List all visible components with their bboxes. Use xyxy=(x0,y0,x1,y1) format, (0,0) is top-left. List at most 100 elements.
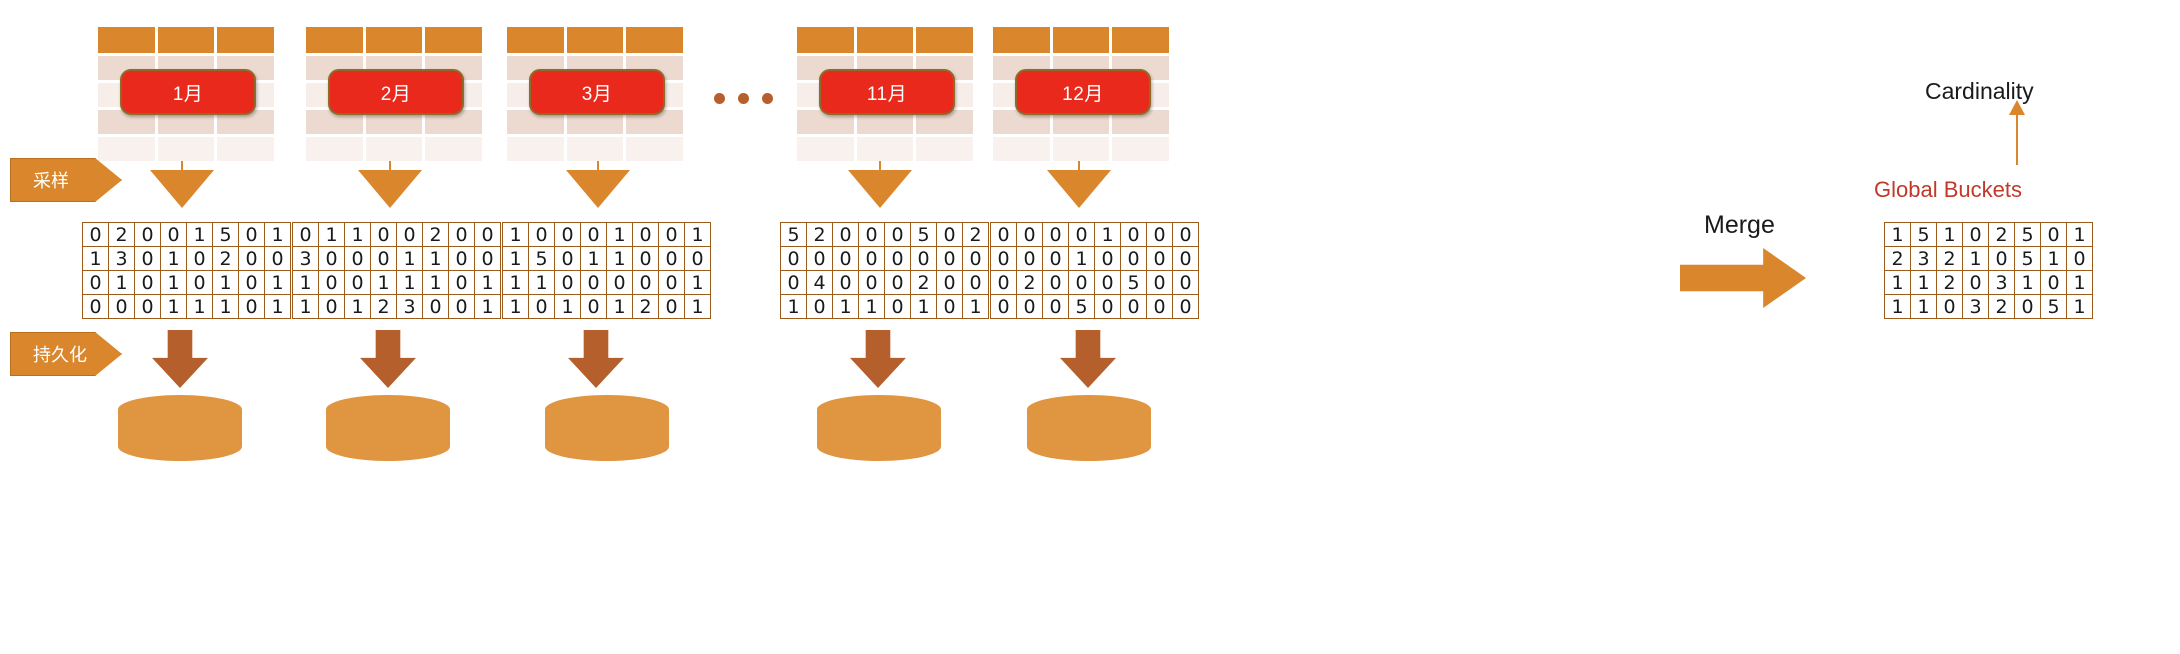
bucket-cell: 0 xyxy=(186,246,213,271)
sampling-arrow-2 xyxy=(358,170,422,208)
bucket-cell: 0 xyxy=(134,294,161,319)
month-badge-11[interactable]: 11月 xyxy=(819,69,955,115)
table-body-cell xyxy=(1052,137,1110,161)
bucket-cell: 1 xyxy=(832,294,859,319)
bucket-cell: 0 xyxy=(554,246,581,271)
month-badge-2[interactable]: 2月 xyxy=(328,69,464,115)
bucket-cell: 0 xyxy=(2014,294,2041,319)
persistence-arrow-11 xyxy=(850,330,906,388)
month-badge-1[interactable]: 1月 xyxy=(120,69,256,115)
bucket-cell: 1 xyxy=(292,294,319,319)
bucket-cell: 0 xyxy=(134,246,161,271)
bucket-cell: 0 xyxy=(1172,246,1199,271)
table-body-cell xyxy=(626,137,683,161)
bucket-cell: 1 xyxy=(502,246,529,271)
bucket-cell: 5 xyxy=(780,222,807,247)
bucket-cell: 1 xyxy=(1910,270,1937,295)
bucket-cell: 1 xyxy=(502,222,529,247)
bucket-cell: 0 xyxy=(344,246,371,271)
table-header-cell xyxy=(566,27,624,53)
storage-cylinder-3 xyxy=(545,395,669,461)
bucket-cell: 0 xyxy=(422,294,449,319)
bucket-cell: 1 xyxy=(1884,222,1911,247)
bucket-cell: 0 xyxy=(990,270,1017,295)
bucket-cell: 3 xyxy=(108,246,135,271)
bucket-cell: 0 xyxy=(658,270,685,295)
bucket-cell: 0 xyxy=(1094,270,1121,295)
bucket-cell: 0 xyxy=(318,294,345,319)
bucket-cell: 1 xyxy=(606,246,633,271)
bucket-cell: 5 xyxy=(528,246,555,271)
bucket-cell: 1 xyxy=(186,222,213,247)
table-body-cell xyxy=(425,137,482,161)
table-header-cell xyxy=(1052,27,1110,53)
bucket-cell: 0 xyxy=(1042,222,1069,247)
sampling-arrow-12 xyxy=(1047,170,1111,208)
bucket-cell: 0 xyxy=(528,222,555,247)
bucket-cell: 0 xyxy=(990,246,1017,271)
bucket-cell: 1 xyxy=(684,294,711,319)
bucket-cell: 0 xyxy=(832,222,859,247)
bucket-cell: 1 xyxy=(2040,246,2067,271)
bucket-cell: 2 xyxy=(1988,294,2015,319)
bucket-cell: 0 xyxy=(318,246,345,271)
source-table-11 xyxy=(797,27,973,161)
cardinality-label: Cardinality xyxy=(1925,78,2034,104)
table-header-cell xyxy=(365,27,423,53)
bucket-cell: 2 xyxy=(108,222,135,247)
bucket-cell: 0 xyxy=(370,246,397,271)
sampling-arrow-3 xyxy=(566,170,630,208)
bucket-cell: 0 xyxy=(1120,222,1147,247)
bucket-cell: 0 xyxy=(684,246,711,271)
bucket-cell: 0 xyxy=(858,270,885,295)
bucket-cell: 0 xyxy=(448,246,475,271)
bucket-cell: 1 xyxy=(1884,294,1911,319)
table-header-cell xyxy=(98,27,155,53)
persistence-arrow-3 xyxy=(568,330,624,388)
bucket-cell: 0 xyxy=(1146,246,1173,271)
bucket-cell: 0 xyxy=(990,222,1017,247)
bucket-cell: 3 xyxy=(1962,294,1989,319)
table-header-cell xyxy=(916,27,973,53)
bucket-cell: 1 xyxy=(2014,270,2041,295)
bucket-cell: 0 xyxy=(2066,246,2093,271)
bucket-cell: 1 xyxy=(1936,222,1963,247)
bucket-cell: 1 xyxy=(264,270,291,295)
merge-label: Merge xyxy=(1704,211,1775,239)
sampling-arrow-1 xyxy=(150,170,214,208)
bucket-cell: 5 xyxy=(2040,294,2067,319)
month-badge-3[interactable]: 3月 xyxy=(529,69,665,115)
month-badge-12[interactable]: 12月 xyxy=(1015,69,1151,115)
bucket-cell: 1 xyxy=(962,294,989,319)
bucket-cell: 0 xyxy=(806,246,833,271)
bucket-cell: 1 xyxy=(474,270,501,295)
bucket-cell: 0 xyxy=(474,246,501,271)
persistence-arrow-1 xyxy=(152,330,208,388)
merge-arrow-icon xyxy=(1680,248,1806,308)
bucket-cell: 0 xyxy=(936,222,963,247)
bucket-cell: 2 xyxy=(1884,246,1911,271)
bucket-cell: 1 xyxy=(186,294,213,319)
bucket-cell: 0 xyxy=(884,270,911,295)
bucket-cell: 0 xyxy=(264,246,291,271)
bucket-cell: 0 xyxy=(134,222,161,247)
persistence-label: 持久化 xyxy=(10,332,122,376)
table-header-cell xyxy=(797,27,854,53)
bucket-cell: 0 xyxy=(2040,270,2067,295)
bucket-cell: 1 xyxy=(684,270,711,295)
ellipsis-dot xyxy=(738,93,749,104)
bucket-cell: 0 xyxy=(1120,294,1147,319)
bucket-cell: 5 xyxy=(1910,222,1937,247)
table-header-cell xyxy=(507,27,564,53)
bucket-cell: 1 xyxy=(528,270,555,295)
bucket-cell: 1 xyxy=(684,222,711,247)
bucket-cell: 2 xyxy=(422,222,449,247)
